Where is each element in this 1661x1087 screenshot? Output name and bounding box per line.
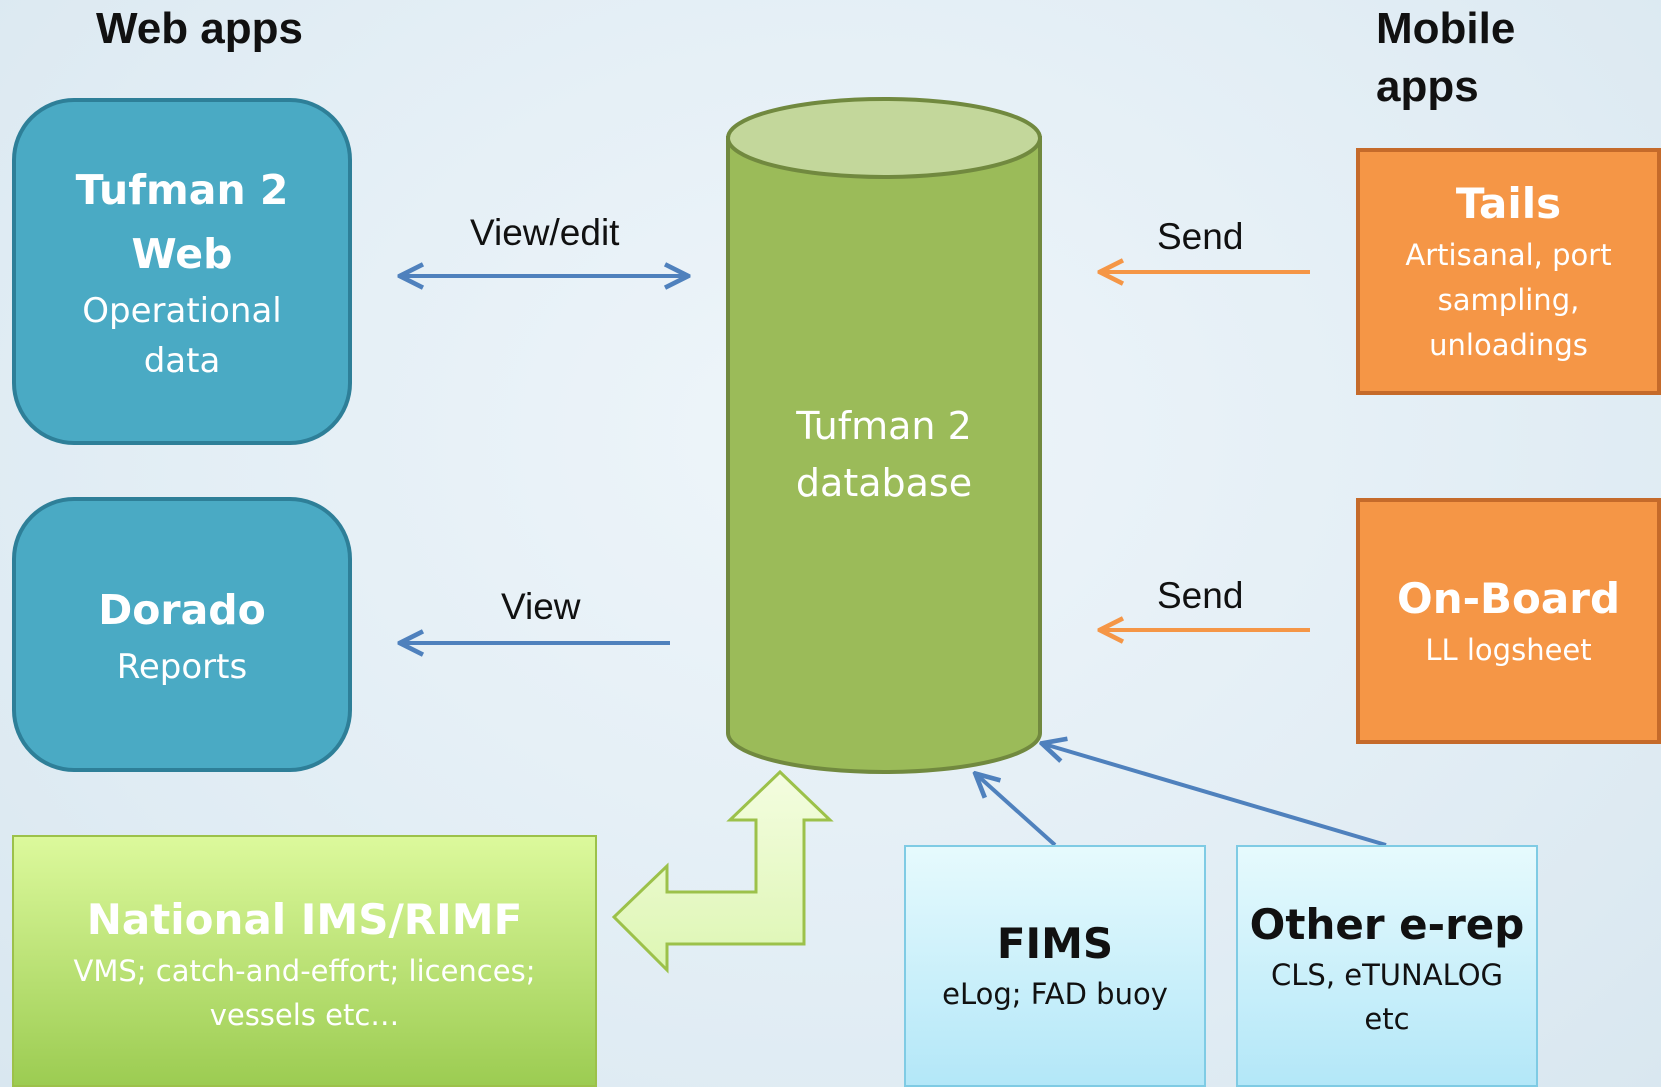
fims-subtitle: eLog; FAD buoy [942,977,1168,1011]
tails-subtitle: Artisanal, port sampling, unloadings [1405,238,1612,362]
tails-box[interactable]: Tails Artisanal, port sampling, unloadin… [1356,148,1661,395]
national-exchange-arrow [611,769,834,974]
tufman-web-subtitle: Operational data [82,290,282,381]
send-tails-label: Send [1157,216,1244,257]
send-onboard-label: Send [1157,575,1244,616]
database-label: Tufman 2 database [795,404,973,505]
view-label: View [501,586,581,627]
fims-title: FIMS [996,919,1114,968]
other-erep-subtitle: CLS, eTUNALOG etc [1271,958,1503,1036]
onboard-subtitle: LL logsheet [1425,632,1592,667]
dorado-box[interactable]: Dorado Reports [12,497,352,772]
other-erep-box[interactable]: Other e-rep CLS, eTUNALOG etc [1236,845,1538,1087]
view-edit-label: View/edit [470,212,620,253]
web-apps-heading: Web apps [96,4,304,53]
national-ims-title: National IMS/RIMF [86,895,523,944]
tufman-web-box[interactable]: Tufman 2 Web Operational data [12,98,352,445]
onboard-box[interactable]: On-Board LL logsheet [1356,498,1661,744]
dorado-title: Dorado [98,585,266,634]
fims-arrow [977,775,1057,847]
national-ims-box[interactable]: National IMS/RIMF VMS; catch-and-effort;… [12,835,597,1087]
fims-box[interactable]: FIMS eLog; FAD buoy [904,845,1206,1087]
database-cylinder [726,97,1042,774]
other-erep-arrow [1044,744,1387,847]
other-erep-title: Other e-rep [1249,900,1525,949]
onboard-title: On-Board [1396,573,1621,623]
tails-title: Tails [1455,179,1562,228]
tufman-web-title: Tufman 2 Web [75,165,289,278]
dorado-subtitle: Reports [116,646,248,687]
national-ims-subtitle: VMS; catch-and-effort; licences; vessels… [73,954,536,1032]
mobile-apps-heading: Mobile apps [1376,4,1516,111]
